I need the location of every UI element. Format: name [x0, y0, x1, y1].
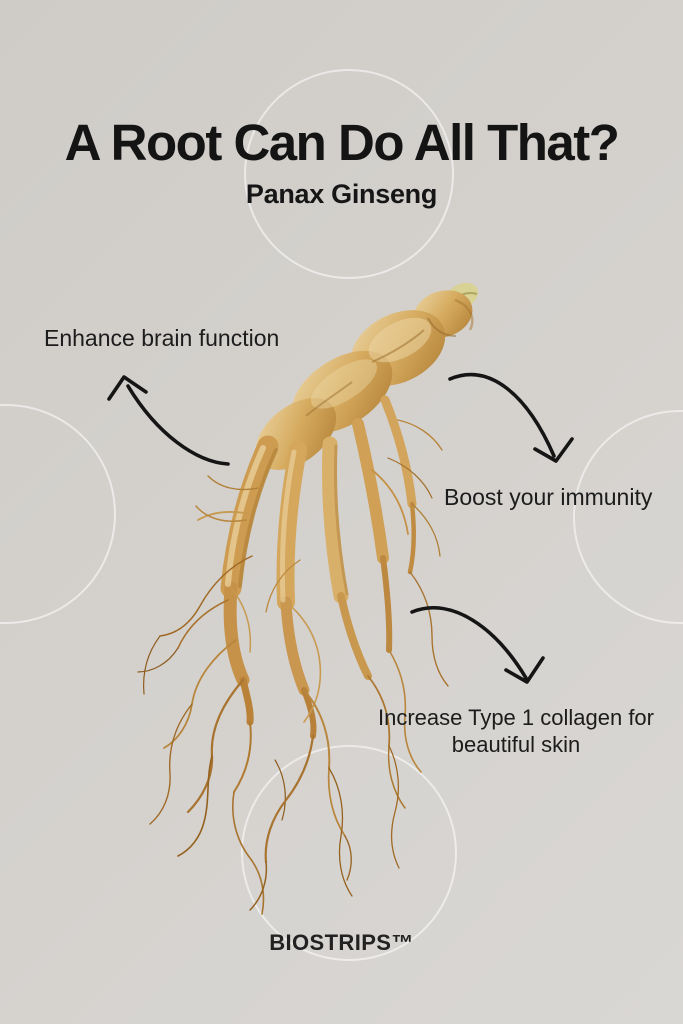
header: A Root Can Do All That? Panax Ginseng: [0, 116, 683, 210]
subtitle: Panax Ginseng: [245, 178, 438, 209]
brand-logo-text: BIOSTRIPS™: [269, 930, 414, 955]
arrow-immunity: [448, 372, 574, 463]
root-hairs: [137, 419, 449, 915]
arrow-collagen: [410, 606, 545, 684]
arrow-brain: [107, 375, 230, 466]
benefit-label-collagen: Increase Type 1 collagen for beautiful s…: [378, 705, 654, 757]
decor-circle-bottom: [241, 745, 457, 961]
benefit-label-immunity: Boost your immunity: [444, 484, 653, 510]
page-title: A Root Can Do All That?: [64, 114, 620, 171]
benefit-label-brain: Enhance brain function: [44, 325, 280, 351]
root-legs: [220, 395, 417, 739]
decor-circle-top: [244, 69, 454, 279]
